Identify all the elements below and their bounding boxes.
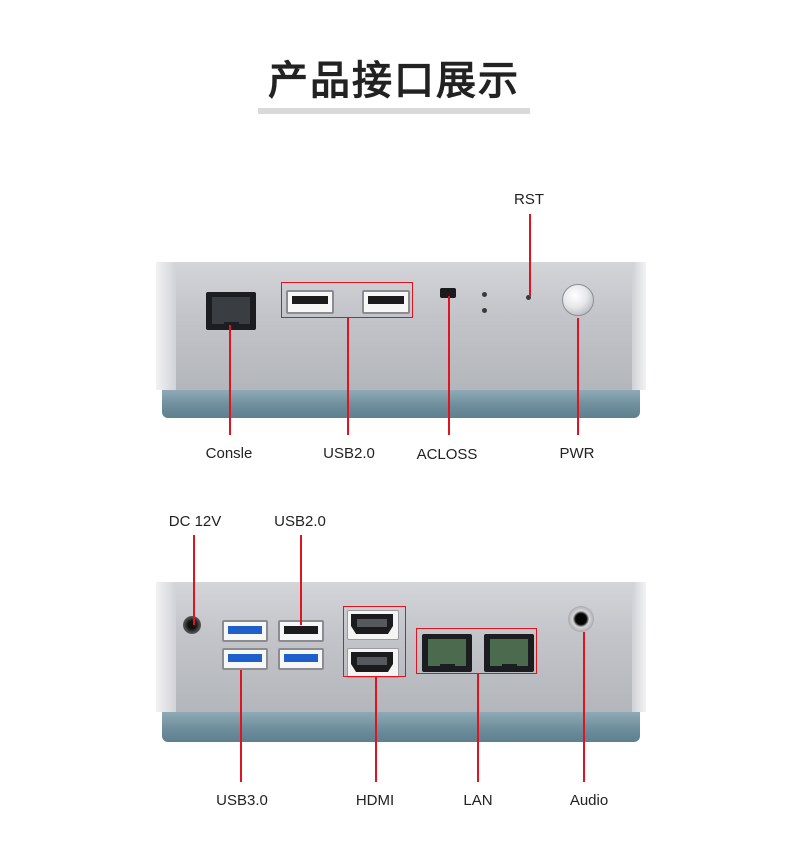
page-title: 产品接口展示 (268, 58, 520, 104)
console-port (206, 292, 256, 330)
usb2-rear-port-1 (278, 620, 324, 642)
usb3-lead (240, 670, 242, 782)
usb3-port-2 (222, 648, 268, 670)
lan-port-1-inner (428, 639, 466, 666)
usb2-port-1 (286, 290, 334, 314)
lan-port-2-tab (501, 664, 517, 670)
power-button (562, 284, 594, 316)
lan-highlight (416, 628, 537, 674)
lan-port-2-inner (490, 639, 528, 666)
usb2-front-highlight (281, 282, 413, 318)
rst-lead (529, 214, 531, 296)
acloss-lead (448, 296, 450, 435)
front-panel (156, 262, 646, 422)
label-usb3: USB3.0 (216, 792, 268, 809)
label-rst: RST (514, 191, 544, 208)
front-base (162, 390, 640, 418)
dc-jack (183, 616, 201, 634)
label-hdmi: HDMI (355, 792, 395, 809)
usb3-port-1 (222, 620, 268, 642)
label-usb2-front: USB2.0 (323, 445, 375, 462)
hdmi-port-1-inner (357, 619, 387, 627)
usb2-port-2 (362, 290, 410, 314)
hdmi-port-2 (351, 652, 393, 672)
usb2-rear-port-2-tongue (284, 654, 318, 662)
rst-pinhole (526, 295, 531, 300)
usb2-port-2-tongue (368, 296, 404, 304)
dc-lead (193, 535, 195, 625)
usb2-port-1-tongue (292, 296, 328, 304)
console-port-tab (223, 322, 239, 328)
usb3-port-2-tongue (228, 654, 262, 662)
led-indicator-2 (482, 308, 487, 313)
lan-port-2 (484, 634, 534, 672)
audio-jack (568, 606, 594, 632)
usb2-front-lead (347, 318, 349, 435)
lan-port-1 (422, 634, 472, 672)
rear-chassis (156, 582, 646, 712)
lan-lead (477, 674, 479, 782)
rear-base (162, 712, 640, 742)
front-chassis-left-edge (156, 262, 176, 390)
audio-lead (583, 632, 585, 782)
hdmi-port-2-inner (357, 657, 387, 665)
usb2-rear-port-2 (278, 648, 324, 670)
pwr-lead (577, 318, 579, 435)
label-dc: DC 12V (168, 513, 222, 530)
rear-chassis-left-edge (156, 582, 176, 712)
label-lan: LAN (463, 792, 493, 809)
hdmi-lead (375, 677, 377, 782)
usb3-port-1-tongue (228, 626, 262, 634)
title-underline (258, 108, 530, 114)
label-usb2-rear: USB2.0 (274, 513, 326, 530)
front-chassis-right-edge (632, 262, 646, 390)
label-audio: Audio (569, 792, 609, 809)
console-port-inner (212, 297, 250, 324)
rear-chassis-right-edge (632, 582, 646, 712)
label-pwr: PWR (559, 445, 595, 462)
label-acloss: ACLOSS (416, 446, 478, 463)
usb2-rear-lead (300, 535, 302, 625)
usb2-rear-port-1-tongue (284, 626, 318, 634)
consle-lead (229, 325, 231, 435)
hdmi-port-1 (351, 614, 393, 634)
acloss-switch (440, 288, 456, 298)
label-consle: Consle (205, 445, 253, 462)
hdmi-highlight (343, 606, 406, 677)
lan-port-1-tab (439, 664, 455, 670)
led-indicator-1 (482, 292, 487, 297)
